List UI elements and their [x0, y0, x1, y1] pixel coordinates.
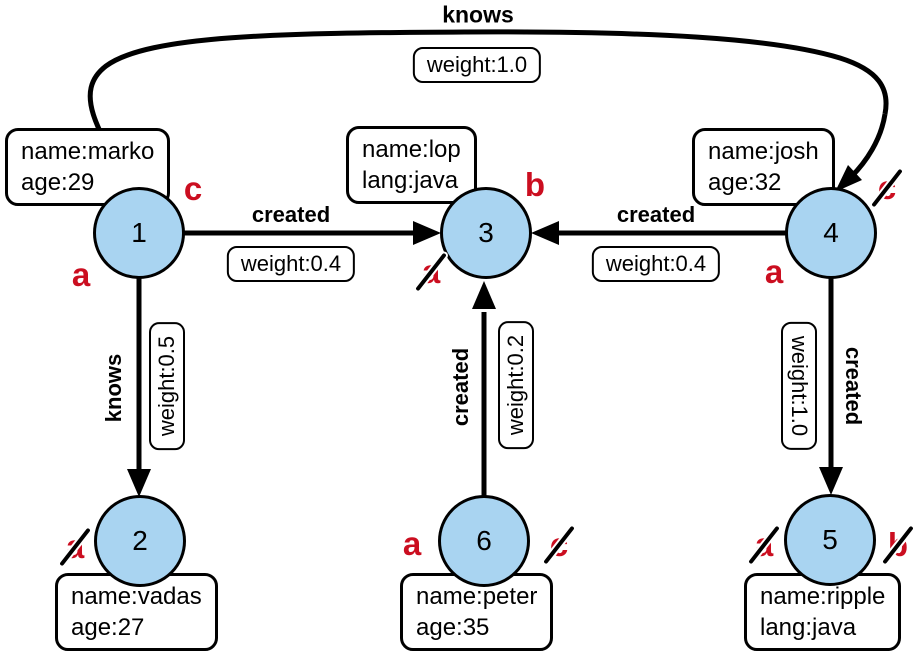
edge-label-created-6-3: created	[448, 347, 473, 427]
marker-a-vertex-4: a	[756, 251, 792, 293]
arrowhead-4-5	[819, 467, 843, 495]
prop-line: name:peter	[416, 583, 538, 610]
propbox-josh: name:josh age:32	[692, 128, 835, 206]
propbox-lop: name:lop lang:java	[346, 126, 477, 204]
marker-c-vertex-1: c	[175, 168, 211, 210]
marker-letter: b	[524, 166, 546, 203]
prop-line: age:29	[21, 169, 95, 196]
prop-line: name:josh	[708, 138, 819, 165]
marker-c-vertex-6: c	[540, 522, 578, 568]
edge-label-created-1-3: created	[251, 202, 331, 227]
marker-c-vertex-4: c	[868, 165, 906, 211]
edge-arc-1-4-descent	[849, 113, 888, 179]
vertex-1-label: 1	[131, 217, 147, 248]
arrowhead-1-2	[127, 469, 151, 497]
vertex-3-label: 3	[478, 217, 494, 248]
prop-line: name:ripple	[760, 583, 886, 610]
marker-a-vertex-6: a	[394, 523, 430, 565]
prop-line: name:lop	[362, 136, 461, 163]
marker-a-vertex-5: a	[745, 522, 783, 568]
weight-box-4-3: weight:0.4	[591, 246, 721, 282]
vertex-6-label: 6	[476, 525, 492, 556]
weight-box-6-3: weight:0.2	[498, 320, 534, 450]
prop-line: lang:java	[362, 167, 459, 194]
vertex-1: 1	[93, 187, 185, 279]
vertex-4-label: 4	[823, 217, 839, 248]
prop-line: name:vadas	[71, 583, 202, 610]
propbox-ripple: name:ripple lang:java	[744, 573, 902, 651]
vertex-5-label: 5	[822, 524, 838, 555]
arrowhead-6-3	[472, 281, 496, 309]
marker-letter: a	[71, 256, 91, 293]
prop-line: lang:java	[760, 614, 857, 641]
arrowhead-4-3	[531, 221, 559, 245]
weight-box-4-5: weight:1.0	[781, 321, 817, 451]
prop-line: age:27	[71, 614, 145, 641]
marker-a-vertex-2: a	[56, 524, 94, 570]
marker-letter: a	[402, 525, 422, 562]
edge-label-knows-1-4: knows	[442, 1, 514, 28]
arrowhead-1-4	[835, 165, 862, 192]
marker-letter: a	[764, 253, 784, 290]
edge-label-knows-1-2: knows	[101, 353, 126, 423]
vertex-3: 3	[440, 187, 532, 279]
marker-b-vertex-5: b	[879, 522, 917, 568]
edge-arc-1-4	[87, 29, 889, 194]
weight-box-1-4: weight:1.0	[412, 47, 542, 83]
prop-line: age:35	[416, 614, 490, 641]
prop-line: age:32	[708, 169, 782, 196]
vertex-5: 5	[784, 494, 876, 586]
marker-b-vertex-3: b	[517, 164, 553, 206]
weight-box-1-3: weight:0.4	[226, 246, 356, 282]
vertex-6: 6	[438, 495, 530, 587]
vertex-2: 2	[94, 495, 186, 587]
vertex-2-label: 2	[132, 525, 148, 556]
marker-a-vertex-1: a	[63, 254, 99, 296]
marker-letter: c	[183, 170, 203, 207]
vertex-4: 4	[785, 187, 877, 279]
edge-label-created-4-3: created	[616, 202, 696, 227]
prop-line: name:marko	[21, 138, 155, 165]
edge-label-created-4-5: created	[841, 346, 866, 426]
weight-box-1-2: weight:0.5	[149, 321, 185, 451]
marker-a-vertex-3: a	[412, 249, 450, 295]
arrowhead-1-3	[413, 221, 441, 245]
